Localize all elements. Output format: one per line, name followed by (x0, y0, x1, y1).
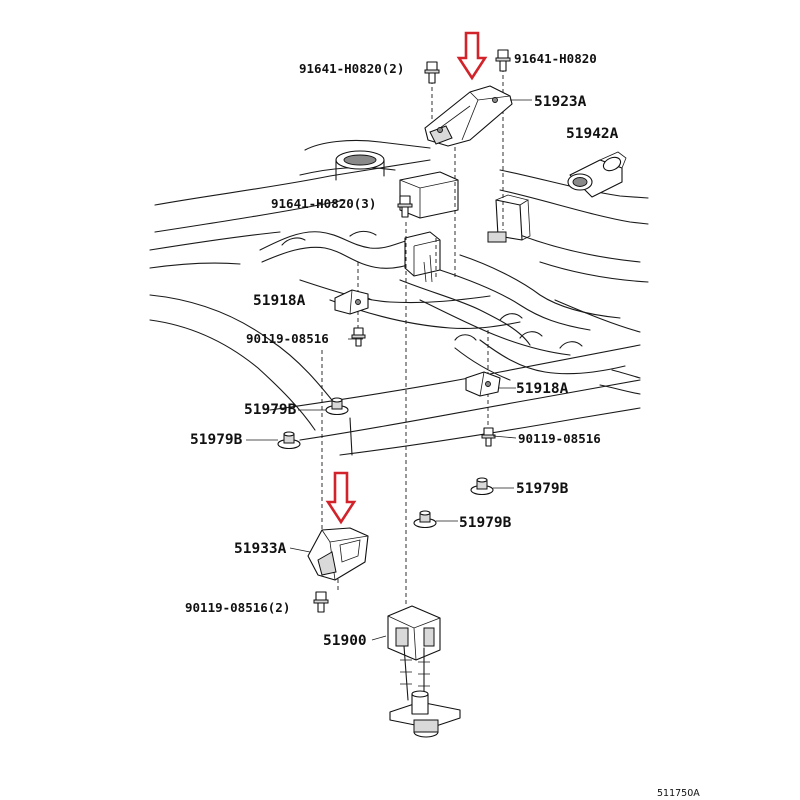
label-clamp-right: 51918A (516, 381, 569, 397)
label-stopper-4: 51979B (459, 515, 512, 531)
diagram-code: 511750A (657, 788, 700, 799)
label-bolt-top-left: 91641-H0820(2) (299, 61, 404, 76)
bolt-90119-08516-2 (313, 591, 329, 613)
label-bolt-mid: 91641-H0820(3) (271, 196, 376, 211)
clamp-51918a-right (465, 371, 501, 397)
bolt-90119-08516-left (351, 327, 366, 347)
stopper-51979b-1 (325, 397, 349, 416)
bolts (313, 49, 511, 613)
bolt-91641-h0820-2 (424, 61, 440, 84)
bolt-91641-h0820 (495, 49, 511, 72)
bracket-51933a (307, 527, 369, 581)
label-bracket-lower: 51933A (234, 541, 287, 557)
label-bracket-top: 51923A (534, 94, 587, 110)
bolt-91641-h0820-3 (397, 195, 413, 218)
label-bolt-clamp-left: 90119-08516 (246, 331, 329, 346)
label-carrier: 51900 (323, 633, 367, 649)
label-bolt-lower: 90119-08516(2) (185, 600, 290, 615)
down-arrow-icon (325, 471, 357, 525)
label-bolt-clamp-right: 90119-08516 (518, 431, 601, 446)
label-stopper-3: 51979B (516, 481, 569, 497)
down-arrow-icon (456, 31, 488, 81)
chassis-frame (149, 139, 649, 456)
clamp-51918a-left (334, 289, 369, 315)
bracket-51923a (424, 85, 513, 147)
bolt-90119-08516-right (481, 427, 496, 447)
stopper-51979b-4 (413, 510, 437, 529)
carrier-51900 (387, 605, 461, 738)
label-clamp-left: 51918A (253, 293, 306, 309)
stopper-51979b-3 (470, 477, 494, 496)
part-labels: 91641-H0820(2) 91641-H0820 51923A 51942A… (185, 51, 700, 799)
label-stopper-2: 51979B (190, 432, 243, 448)
stopper-51979b-2 (277, 431, 301, 450)
label-spacer: 51942A (566, 126, 619, 142)
label-stopper-1: 51979B (244, 402, 297, 418)
spacer-51942a (567, 151, 627, 198)
leader-lines (246, 99, 532, 641)
label-bolt-top-right: 91641-H0820 (514, 51, 597, 66)
